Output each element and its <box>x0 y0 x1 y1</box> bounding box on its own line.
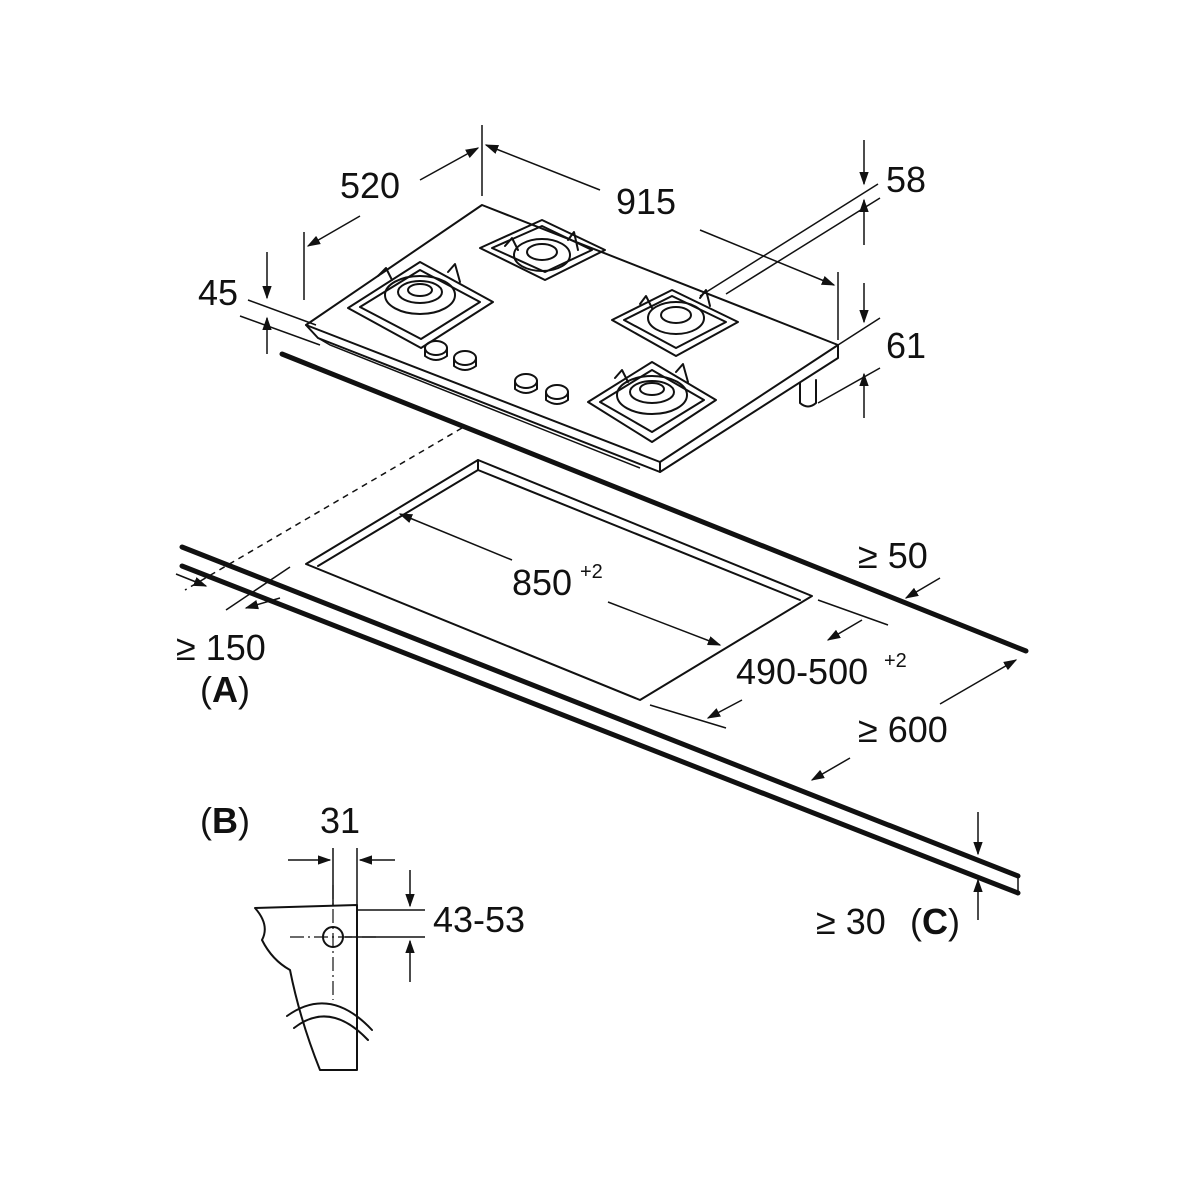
dim-min-600 <box>810 659 1018 781</box>
dim-45 <box>239 252 321 354</box>
dim-520 <box>303 147 480 300</box>
burner-front-right <box>587 361 717 443</box>
burner-back-right <box>611 289 739 357</box>
label-b-letter: B <box>212 800 238 841</box>
hob-glass-top <box>305 204 839 473</box>
control-knobs <box>424 340 569 405</box>
knob-3 <box>514 373 538 394</box>
countertop <box>179 351 1029 896</box>
burner-front-left <box>347 261 494 349</box>
dim-850 <box>398 513 722 646</box>
dim-58-label: 58 <box>886 159 926 200</box>
dim-490-500-tolerance: +2 <box>884 650 907 672</box>
dim-45-label: 45 <box>198 272 238 313</box>
dim-43-53-label: 43-53 <box>433 899 525 940</box>
dim-61 <box>817 283 881 418</box>
dim-min-150 <box>175 566 291 611</box>
dim-min-150-label: ≥ 150 <box>176 627 266 668</box>
dim-61-label: 61 <box>886 325 926 366</box>
label-c-letter: C <box>922 901 948 942</box>
dim-min-30-label: ≥ 30 <box>816 901 886 942</box>
knob-4 <box>545 384 569 405</box>
dim-915-label: 915 <box>616 181 676 222</box>
label-a-letter: A <box>212 669 238 710</box>
knob-2 <box>453 350 477 371</box>
cutout <box>305 459 813 701</box>
dim-31-label: 31 <box>320 800 360 841</box>
detail-b-bracket <box>254 848 425 1071</box>
dim-58 <box>699 140 881 297</box>
dim-min-50-label: ≥ 50 <box>858 535 928 576</box>
dim-min-50 <box>817 577 941 626</box>
burner-back-left <box>479 219 606 281</box>
label-a: (A) <box>200 669 250 710</box>
dim-915 <box>481 125 839 340</box>
label-c: (C) <box>910 901 960 942</box>
knob-1 <box>424 340 448 361</box>
dim-520-label: 520 <box>340 165 400 206</box>
label-b: (B) <box>200 800 250 841</box>
dim-min-600-label: ≥ 600 <box>858 709 948 750</box>
dim-850-tolerance: +2 <box>580 561 603 583</box>
dim-850-label: 850 <box>512 562 572 603</box>
dim-490-500 <box>649 619 863 729</box>
dim-490-500-label: 490-500 <box>736 651 868 692</box>
